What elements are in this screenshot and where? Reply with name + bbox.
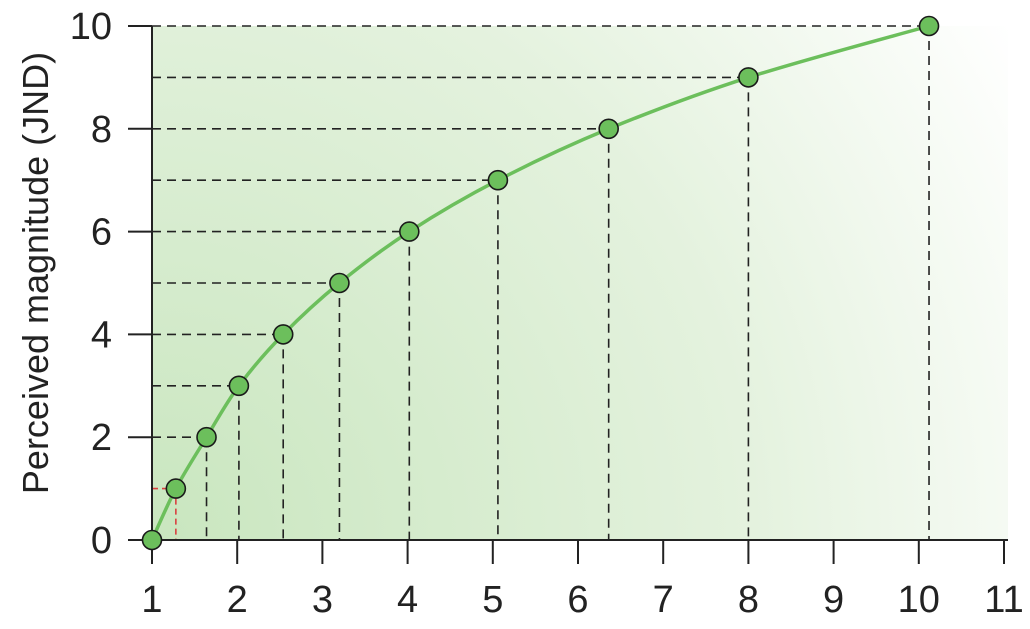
x-tick-label: 1 (141, 579, 162, 621)
x-tick-label: 4 (397, 579, 418, 621)
x-tick-label: 10 (898, 579, 940, 621)
y-axis-title: Perceived magnitude (JND) (15, 52, 56, 494)
data-point (228, 375, 250, 397)
dashed-guides (152, 25, 930, 540)
data-point (196, 426, 217, 448)
data-point (329, 272, 350, 294)
data-point (141, 529, 163, 551)
x-tick-label: 6 (567, 579, 588, 621)
data-point (487, 169, 509, 191)
y-tick-label: 8 (91, 109, 112, 151)
x-axis-ticks: 1 2 3 4 5 6 7 8 9 10 11 (141, 540, 1024, 621)
y-tick-label: 10 (70, 6, 112, 48)
x-tick-label: 3 (312, 579, 333, 621)
data-point (399, 221, 420, 242)
x-tick-label: 5 (482, 579, 503, 621)
x-tick-label: 9 (823, 579, 844, 621)
y-axis-ticks: 0 2 4 6 8 10 (70, 6, 152, 562)
y-tick-label: 2 (91, 417, 112, 459)
data-point (165, 478, 187, 499)
data-point (272, 324, 294, 345)
data-point (598, 118, 619, 140)
data-point (738, 67, 759, 88)
x-tick-label: 7 (653, 579, 674, 621)
x-tick-label: 8 (738, 579, 759, 621)
data-point (918, 15, 940, 37)
data-points (141, 15, 940, 551)
y-tick-label: 4 (91, 314, 112, 356)
x-tick-label: 2 (227, 579, 248, 621)
x-tick-label: 11 (984, 579, 1023, 621)
y-tick-label: 0 (91, 520, 112, 562)
y-tick-label: 6 (91, 212, 112, 254)
